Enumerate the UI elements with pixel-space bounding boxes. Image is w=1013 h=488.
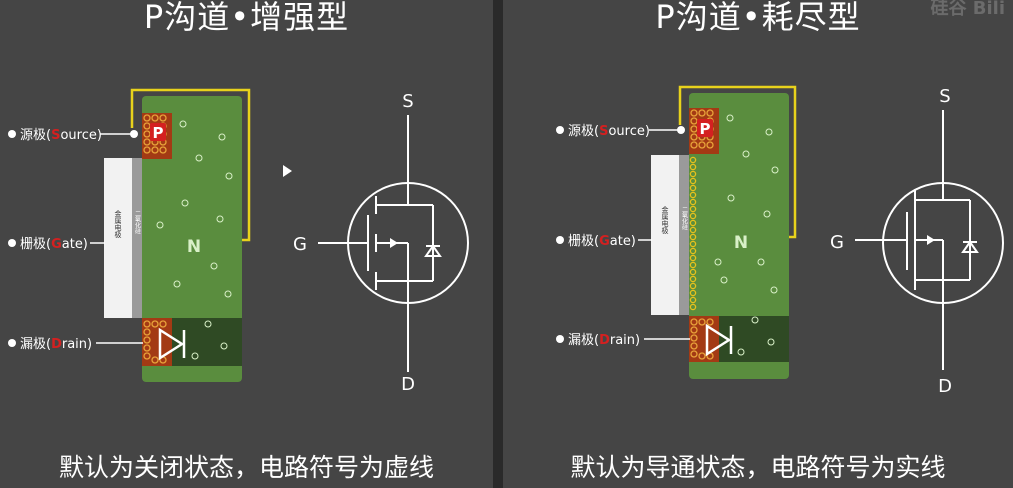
title-enhancement: P沟道•增强型 <box>143 0 350 36</box>
symbol-d-label: D <box>401 374 415 395</box>
drain-label: 漏极(Drain) <box>568 332 640 348</box>
p-channel-strip <box>689 156 697 311</box>
body-diode-icon <box>158 327 186 361</box>
watermark: 硅谷 Bili <box>930 0 1006 19</box>
source-terminal-dot <box>556 126 564 134</box>
oxide-label: 二氧化硅 <box>681 206 688 230</box>
n-region <box>142 96 242 382</box>
symbol-g-label: G <box>293 234 307 255</box>
oxide-layer <box>132 158 142 318</box>
source-terminal-dot <box>8 130 16 138</box>
oxide-label: 二氧化硅 <box>134 210 141 234</box>
metal-electrode <box>651 155 679 315</box>
p-label: P <box>700 120 711 138</box>
gate-label: 栅极(Gate) <box>568 234 636 249</box>
panel-depletion: P沟道•耗尽型 硅谷 Bili 金属电极 二氧化硅 <box>503 0 1013 488</box>
electron-dots <box>714 114 779 356</box>
title-depletion: P沟道•耗尽型 <box>655 0 861 36</box>
metal-label: 金属电极 <box>661 205 669 235</box>
p-source-region: P <box>142 113 172 159</box>
p-drain-region <box>142 318 172 366</box>
yellow-connection-line <box>678 85 797 239</box>
panel-enhancement: P沟道•增强型 金属电极 二氧化硅 P <box>0 0 493 488</box>
caption-depletion: 默认为导通状态，电路符号为实线 <box>570 453 946 482</box>
source-label: 源极(Source) <box>568 124 650 139</box>
n-region <box>689 93 789 379</box>
terminal-leaders <box>638 129 690 340</box>
gate-terminal-dot <box>8 239 16 247</box>
n-label: N <box>734 233 748 253</box>
mouse-cursor-icon <box>283 165 292 177</box>
source-label: 源极(Source) <box>20 128 102 143</box>
gate-terminal-dot <box>556 236 564 244</box>
symbol-s-label: S <box>402 91 413 112</box>
n-label: N <box>187 237 201 257</box>
mosfet-symbol-enhancement: S G D <box>293 91 469 395</box>
p-drain-region <box>689 316 719 362</box>
oxide-layer <box>679 155 689 315</box>
body-diode-icon <box>705 323 733 357</box>
symbol-g-label: G <box>830 232 844 253</box>
drain-label: 漏极(Drain) <box>20 336 92 352</box>
diagram-depletion: 金属电极 二氧化硅 P <box>556 85 1004 397</box>
symbol-s-label: S <box>939 86 950 107</box>
drain-terminal-dot <box>556 335 564 343</box>
mosfet-symbol-depletion: S G D <box>830 86 1004 397</box>
diagram-enhancement: 金属电极 二氧化硅 P <box>8 88 469 395</box>
symbol-d-label: D <box>938 376 952 397</box>
metal-label: 金属电极 <box>114 209 122 239</box>
p-source-region: P <box>689 108 719 154</box>
caption-enhancement: 默认为关闭状态，电路符号为虚线 <box>58 453 434 482</box>
drain-terminal-dot <box>8 339 16 347</box>
panel-divider <box>493 0 503 488</box>
p-label: P <box>153 124 164 142</box>
yellow-connection-line <box>130 88 251 242</box>
electron-dots <box>156 120 233 360</box>
gate-label: 栅极(Gate) <box>20 237 88 252</box>
metal-electrode <box>104 158 132 318</box>
terminal-leaders <box>90 133 143 344</box>
